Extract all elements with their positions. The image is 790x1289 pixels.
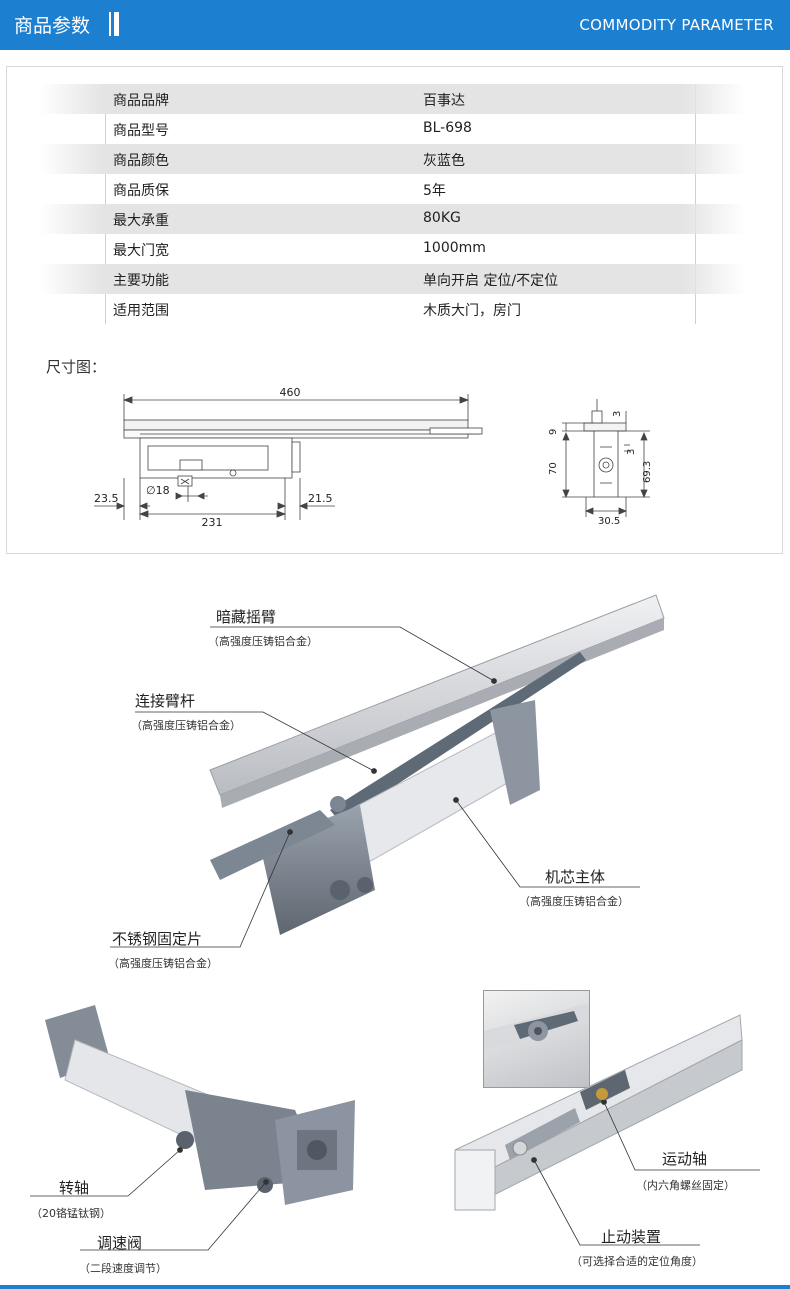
param-value: 单向开启 定位/不定位 — [423, 273, 559, 289]
dim-23-5: 23.5 — [94, 492, 119, 505]
table-row: 主要功能 单向开启 定位/不定位 — [40, 264, 746, 294]
side-view-drawing: 3 9 3 70 69.3 30.5 — [548, 399, 653, 527]
param-key: 最大门宽 — [113, 243, 169, 259]
callout-shaft-name: 转轴 — [59, 1179, 90, 1197]
param-value: 百事达 — [423, 93, 465, 109]
title-bars-icon — [109, 12, 121, 36]
param-value: BL-698 — [423, 120, 472, 136]
dim-231: 231 — [202, 516, 223, 529]
param-value: 5年 — [423, 183, 446, 199]
callout-lines-main — [110, 626, 640, 948]
dim-side-70: 70 — [548, 462, 559, 475]
dimension-label: 尺寸图： — [46, 358, 107, 376]
callout-plate-material: （高强度压铸铝合金） — [108, 957, 218, 970]
param-value: 1000mm — [423, 240, 486, 256]
dim-460: 460 — [280, 386, 301, 399]
dim-side-30-5: 30.5 — [598, 516, 620, 527]
table-row: 商品品牌 百事达 — [40, 84, 746, 114]
dim-side-9: 9 — [548, 429, 559, 435]
callout-stop-material: （可选择合适的定位角度） — [571, 1255, 703, 1268]
callout-arm: 暗藏摇臂 （高强度压铸铝合金） — [208, 606, 318, 649]
callout-body-material: （高强度压铸铝合金） — [519, 895, 629, 908]
rail-inset-image — [484, 1003, 589, 1051]
section-header: 商品参数 COMMODITY PARAMETER — [0, 0, 790, 50]
callout-valve-name: 调速阀 — [97, 1234, 143, 1252]
param-key: 商品质保 — [113, 183, 169, 199]
callout-plate-name: 不锈钢固定片 — [112, 930, 203, 948]
callout-stop-name: 止动装置 — [601, 1228, 662, 1246]
callout-lines-right — [531, 1100, 760, 1246]
callout-shaft-material: （20铬锰钛钢） — [31, 1207, 111, 1220]
param-value: 木质大门，房门 — [423, 303, 521, 319]
param-key: 商品型号 — [113, 123, 169, 139]
callout-valve: 调速阀 （二段速度调节） — [79, 1232, 167, 1276]
dim-side-mid-gap: 3 — [626, 449, 637, 455]
door-closer-main-image — [209, 594, 665, 935]
param-key: 适用范围 — [113, 303, 169, 319]
rail-image — [454, 1014, 743, 1211]
param-value: 灰蓝色 — [423, 153, 465, 169]
callout-plate: 不锈钢固定片 （高强度压铸铝合金） — [108, 928, 218, 971]
section-title: 商品参数 — [14, 15, 91, 37]
callout-link: 连接臂杆 （高强度压铸铝合金） — [131, 690, 241, 733]
table-row: 商品质保 5年 — [40, 174, 746, 204]
param-key: 主要功能 — [113, 273, 169, 289]
dim-side-69-3: 69.3 — [642, 461, 653, 483]
callout-arm-material: （高强度压铸铝合金） — [208, 635, 318, 648]
parameter-table: 商品品牌 百事达 商品型号 BL-698 商品颜色 灰蓝色 商品质保 5年 最大承重 80… — [40, 84, 746, 324]
callout-link-name: 连接臂杆 — [135, 692, 196, 710]
param-key: 最大承重 — [113, 213, 169, 229]
section-title-en: COMMODITY PARAMETER — [579, 16, 774, 34]
param-value: 80KG — [423, 210, 461, 226]
param-key: 商品颜色 — [113, 153, 169, 169]
rail-detail-inset — [483, 990, 590, 1088]
callout-lines-left — [30, 1147, 269, 1251]
callout-arm-name: 暗藏摇臂 — [216, 608, 277, 626]
front-view-drawing: 460 23.5 ∅18 231 21.5 — [94, 386, 483, 529]
callout-stop: 止动装置 （可选择合适的定位角度） — [571, 1226, 703, 1269]
callout-axis: 运动轴 （内六角螺丝固定） — [636, 1148, 735, 1193]
callout-axis-material: （内六角螺丝固定） — [636, 1179, 735, 1192]
door-closer-side-image — [45, 1005, 355, 1205]
table-row: 最大门宽 1000mm — [40, 234, 746, 264]
table-row: 商品型号 BL-698 — [40, 114, 746, 144]
param-key: 商品品牌 — [113, 93, 169, 109]
callout-shaft: 转轴 （20铬锰钛钢） — [31, 1177, 111, 1221]
callout-body-name: 机芯主体 — [545, 868, 606, 886]
callout-valve-material: （二段速度调节） — [79, 1262, 167, 1275]
table-row: 适用范围 木质大门，房门 — [40, 294, 746, 324]
callout-axis-name: 运动轴 — [662, 1150, 708, 1168]
callout-body: 机芯主体 （高强度压铸铝合金） — [519, 866, 629, 909]
dim-diameter: ∅18 — [146, 484, 170, 497]
dim-side-top-gap: 3 — [612, 411, 623, 417]
table-row: 最大承重 80KG — [40, 204, 746, 234]
callout-link-material: （高强度压铸铝合金） — [131, 719, 241, 732]
dim-21-5: 21.5 — [308, 492, 333, 505]
footer-accent-line — [0, 1285, 790, 1289]
table-row: 商品颜色 灰蓝色 — [40, 144, 746, 174]
